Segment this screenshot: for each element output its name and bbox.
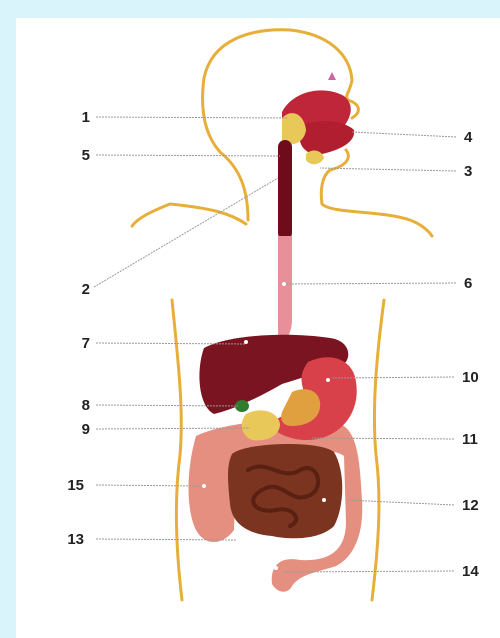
label-10: 10 [462,370,492,385]
rectum-marker [274,566,278,570]
label-15: 15 [58,478,84,493]
label-2: 2 [64,282,90,297]
label-11: 11 [462,432,492,447]
label-12: 12 [462,498,492,513]
pharynx-upper-esophagus [278,140,292,240]
stomach-marker [326,378,330,382]
small-intestine-marker [322,498,326,502]
esophagus-marker [282,282,286,286]
label-14: 14 [462,564,492,579]
label-7: 7 [64,336,90,351]
small-intestine [228,444,342,538]
label-13: 13 [58,532,84,547]
label-5: 5 [64,148,90,163]
label-3: 3 [464,164,494,179]
label-9: 9 [64,422,90,437]
label-6: 6 [464,276,494,291]
esophagus [278,236,292,342]
colon-marker [202,484,206,488]
label-1: 1 [64,110,90,125]
label-8: 8 [64,398,90,413]
label-4: 4 [464,130,494,145]
liver-marker [244,340,248,344]
